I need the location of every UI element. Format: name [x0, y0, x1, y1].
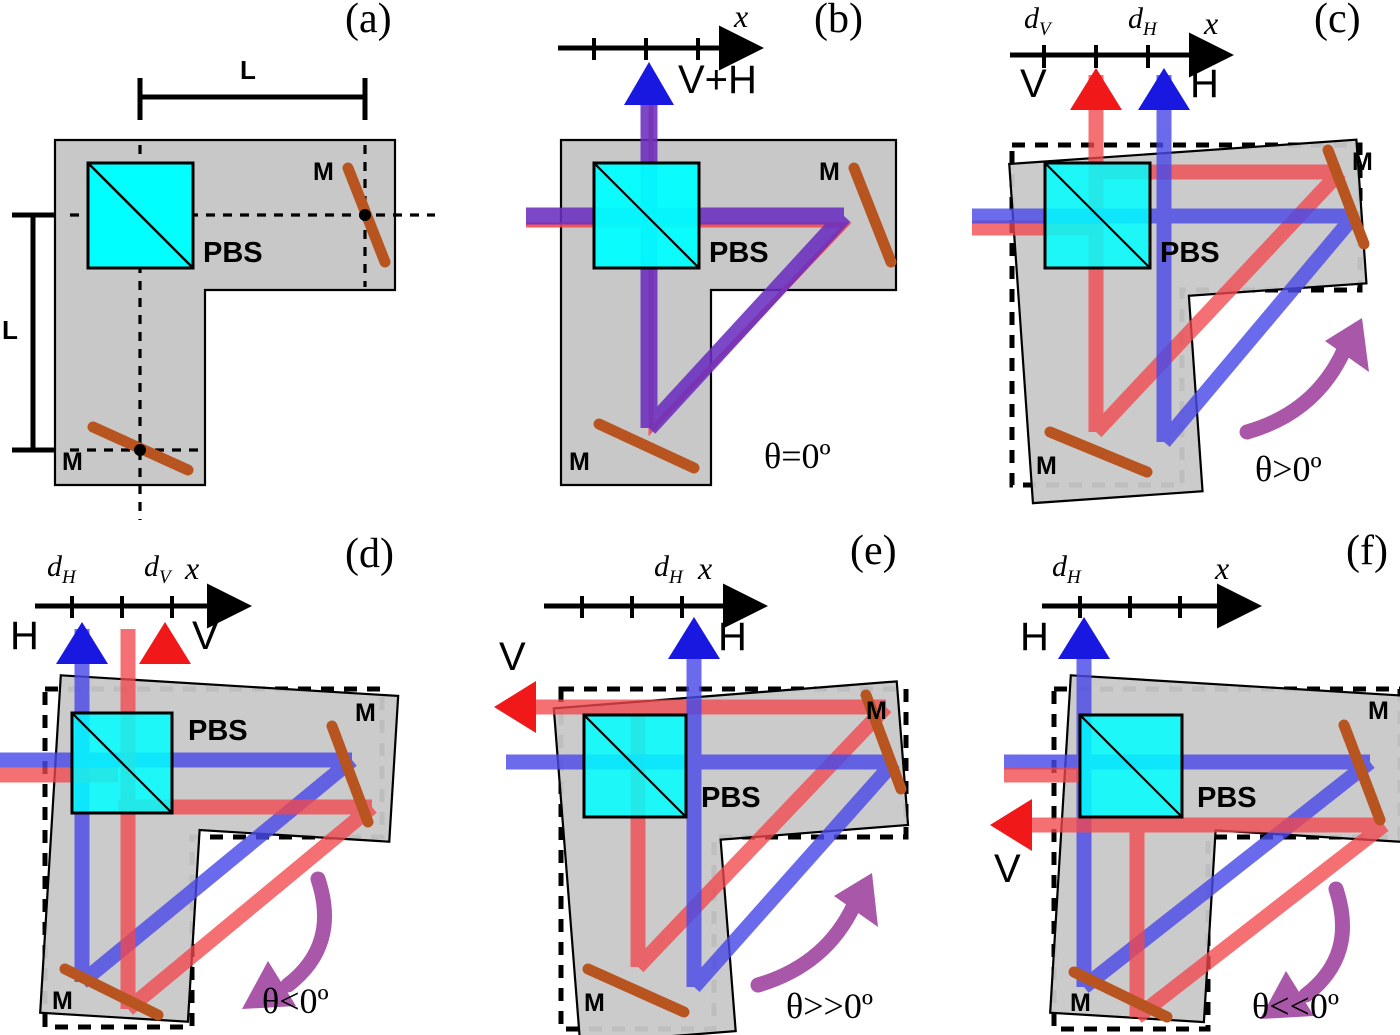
beam-paths-d: [0, 629, 377, 1015]
theta-label-f: θ<<0º: [1252, 986, 1340, 1026]
panel-d: (d) x dH dV H V PBS M M θ<0º: [0, 517, 466, 1034]
rotation-arrow-e: [750, 873, 878, 993]
x-axis-label-b: x: [734, 0, 749, 34]
panel-letter-a: (a): [345, 0, 392, 42]
mirror-label-d2: M: [52, 987, 73, 1015]
pbs-label-e: PBS: [701, 782, 761, 814]
mirror-label-b2: M: [569, 448, 590, 476]
panel-letter-d: (d): [345, 531, 394, 577]
panel-a: (a) L L PBS M M: [0, 0, 466, 520]
mirror-label-c1: M: [1352, 148, 1373, 176]
pbs-label-c: PBS: [1160, 237, 1220, 269]
panel-letter-c: (c): [1314, 0, 1361, 42]
mirror-bottom-left-d: [59, 963, 164, 1021]
x-axis-e: [544, 583, 768, 629]
beam-paths-e: [506, 629, 900, 992]
input-label-V-e: V: [499, 635, 526, 679]
x-axis-label-c: x: [1204, 5, 1219, 41]
pbs-label-b: PBS: [709, 237, 769, 269]
mirror-bottom-left-e: [582, 963, 690, 1018]
pbs-diagonal-e: [583, 714, 687, 818]
mirror-top-right-b: [848, 162, 897, 268]
panel-letter-b: (b): [814, 0, 863, 42]
input-label-H-e: H: [718, 615, 747, 659]
panel-letter-e: (e): [850, 528, 897, 574]
mirror-bottom-left-b: [593, 418, 700, 474]
mirror-label-d1: M: [355, 699, 376, 727]
pbs-diagonal-f: [1079, 714, 1183, 818]
output-arrow-V-c: [1070, 68, 1122, 110]
dimension-label-horizontal-a: L: [240, 55, 256, 85]
pbs-diagonal-b: [593, 162, 700, 269]
mirror-label-f2: M: [1070, 989, 1091, 1017]
mirror-label-e1: M: [866, 697, 887, 725]
pbs-label-a: PBS: [203, 237, 263, 269]
output-arrow-b: [624, 62, 674, 105]
pbs-label-f: PBS: [1197, 782, 1257, 814]
mirror-label-a1: M: [313, 158, 334, 186]
input-label-V-f: V: [994, 847, 1021, 891]
input-label-V-c: V: [1020, 62, 1047, 106]
x-axis-f: [1042, 583, 1262, 629]
output-arrow-H-c: [1138, 68, 1190, 110]
pbs-diagonal-a: [87, 162, 194, 269]
x-axis-d: [35, 583, 252, 629]
mirror-top-right-d: [326, 720, 374, 828]
panel-e: (e) x dH H V PBS M M θ>>0º: [466, 517, 932, 1035]
pbs-diagonal-d: [71, 712, 173, 814]
mirror-center-dot-a2: [134, 444, 146, 456]
output-arrow-H-f: [1058, 617, 1110, 659]
input-label-H-c: H: [1190, 62, 1219, 106]
panel-f: (f) x dH H V PBS M M θ<<0º: [932, 517, 1400, 1034]
mirror-label-e2: M: [584, 989, 605, 1017]
rotation-arrow-d: [242, 871, 332, 1009]
marker-label-dH-c: dH: [1128, 2, 1157, 40]
marker-label-dV-c: dV: [1024, 2, 1051, 40]
mirror-top-right-e: [860, 689, 907, 795]
x-axis-b: [558, 25, 764, 71]
marker-label-dV-d: dV: [144, 550, 171, 588]
dimension-label-vertical-a: L: [2, 315, 18, 345]
input-label-H-d: H: [10, 614, 39, 658]
theta-label-e: θ>>0º: [786, 986, 874, 1026]
x-axis-label-d: x: [185, 550, 200, 586]
output-arrow-H-e: [668, 617, 720, 659]
marker-label-dH-e: dH: [654, 550, 683, 588]
reference-outline-dashed-e: [558, 686, 909, 1032]
mirror-center-dot-a1: [359, 209, 371, 221]
mirror-top-right-f: [1338, 719, 1386, 826]
input-label-VplusH-b: V+H: [678, 58, 757, 102]
x-axis-label-e: x: [698, 550, 713, 586]
output-arrow-H-d: [56, 622, 108, 664]
panel-b: (b) x V+H PBS M M θ=0º: [466, 0, 932, 517]
output-arrow-V-d: [139, 622, 191, 664]
theta-label-c: θ>0º: [1255, 449, 1322, 489]
dimension-bar-horizontal-a: [137, 78, 368, 120]
theta-label-d: θ<0º: [262, 981, 329, 1021]
mirror-label-a2: M: [62, 448, 83, 476]
mirror-label-b1: M: [819, 158, 840, 186]
rotation-arrow-c: [1239, 318, 1369, 440]
marker-label-dH-d: dH: [47, 550, 76, 588]
input-label-H-f: H: [1020, 615, 1049, 659]
pbs-diagonal-c: [1044, 162, 1151, 269]
mirror-bottom-left-f: [1068, 966, 1173, 1023]
panel-letter-f: (f): [1346, 528, 1388, 574]
marker-label-dH-f: dH: [1052, 550, 1081, 588]
output-arrow-V-e: [494, 681, 536, 733]
theta-label-b: θ=0º: [764, 436, 831, 476]
mirror-label-c2: M: [1036, 452, 1057, 480]
mirror-bottom-left-c: [1044, 426, 1153, 478]
rotation-arrow-f: [1260, 881, 1350, 1019]
dimension-bar-vertical-a: [12, 212, 55, 453]
x-axis-c: [1010, 32, 1234, 78]
pbs-label-d: PBS: [188, 715, 248, 747]
x-axis-label-f: x: [1215, 550, 1230, 586]
mirror-label-f1: M: [1368, 697, 1389, 725]
panel-c: (c) x dV dH V H PBS M M θ>0º: [932, 0, 1398, 517]
output-arrow-V-f: [990, 799, 1032, 851]
mirror-top-right-c: [1322, 144, 1370, 250]
input-label-V-d: V: [192, 614, 219, 658]
